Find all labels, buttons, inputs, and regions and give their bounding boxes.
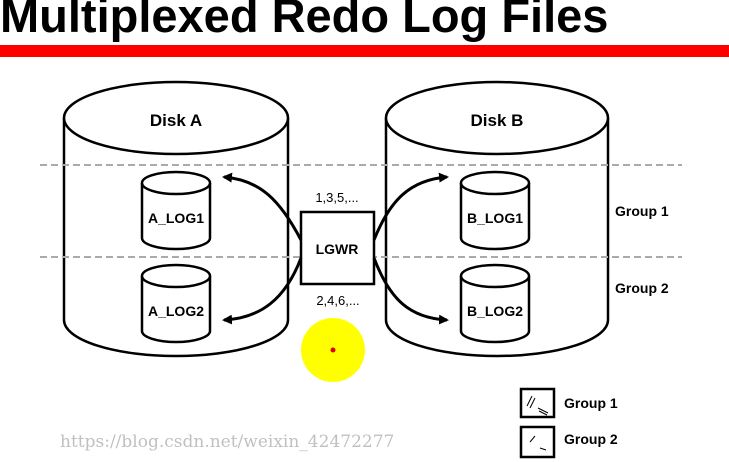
even-sequence-label: 2,4,6,... — [316, 293, 359, 308]
group-1-label: Group 1 — [615, 203, 669, 219]
title-underline-bar — [0, 45, 729, 57]
legend-group-1-label: Group 1 — [564, 395, 618, 411]
log-file-cylinder: A_LOG2 — [140, 263, 212, 344]
arrow-to-a-log1 — [222, 172, 303, 241]
arrow-to-b-log2 — [372, 257, 449, 325]
legend-group-2-icon — [519, 425, 556, 459]
legend-group-2-label: Group 2 — [564, 431, 618, 447]
log-file-label: A_LOG2 — [148, 303, 204, 319]
odd-sequence-label: 1,3,5,... — [315, 190, 358, 205]
log-file-label: B_LOG2 — [467, 303, 523, 319]
log-file-label: A_LOG1 — [148, 210, 204, 226]
disk-a-label: Disk A — [150, 111, 202, 130]
disk-b-label: Disk B — [471, 111, 524, 130]
log-file-cylinder: A_LOG1 — [140, 170, 212, 251]
log-file-cylinder: B_LOG2 — [459, 263, 531, 344]
watermark: https://blog.csdn.net/weixin_42472277 — [60, 432, 395, 452]
arrow-to-a-log2 — [222, 257, 303, 325]
log-file-cylinder: B_LOG1 — [459, 170, 531, 251]
log-file-label: B_LOG1 — [467, 210, 523, 226]
slide-title: Multiplexed Redo Log Files — [0, 0, 609, 42]
cursor-dot — [330, 347, 336, 353]
group-2-label: Group 2 — [615, 280, 669, 296]
lgwr-box — [299, 210, 376, 286]
lgwr-label: LGWR — [316, 241, 359, 257]
arrow-to-b-log1 — [372, 172, 449, 241]
legend-group-1-icon — [519, 387, 556, 419]
